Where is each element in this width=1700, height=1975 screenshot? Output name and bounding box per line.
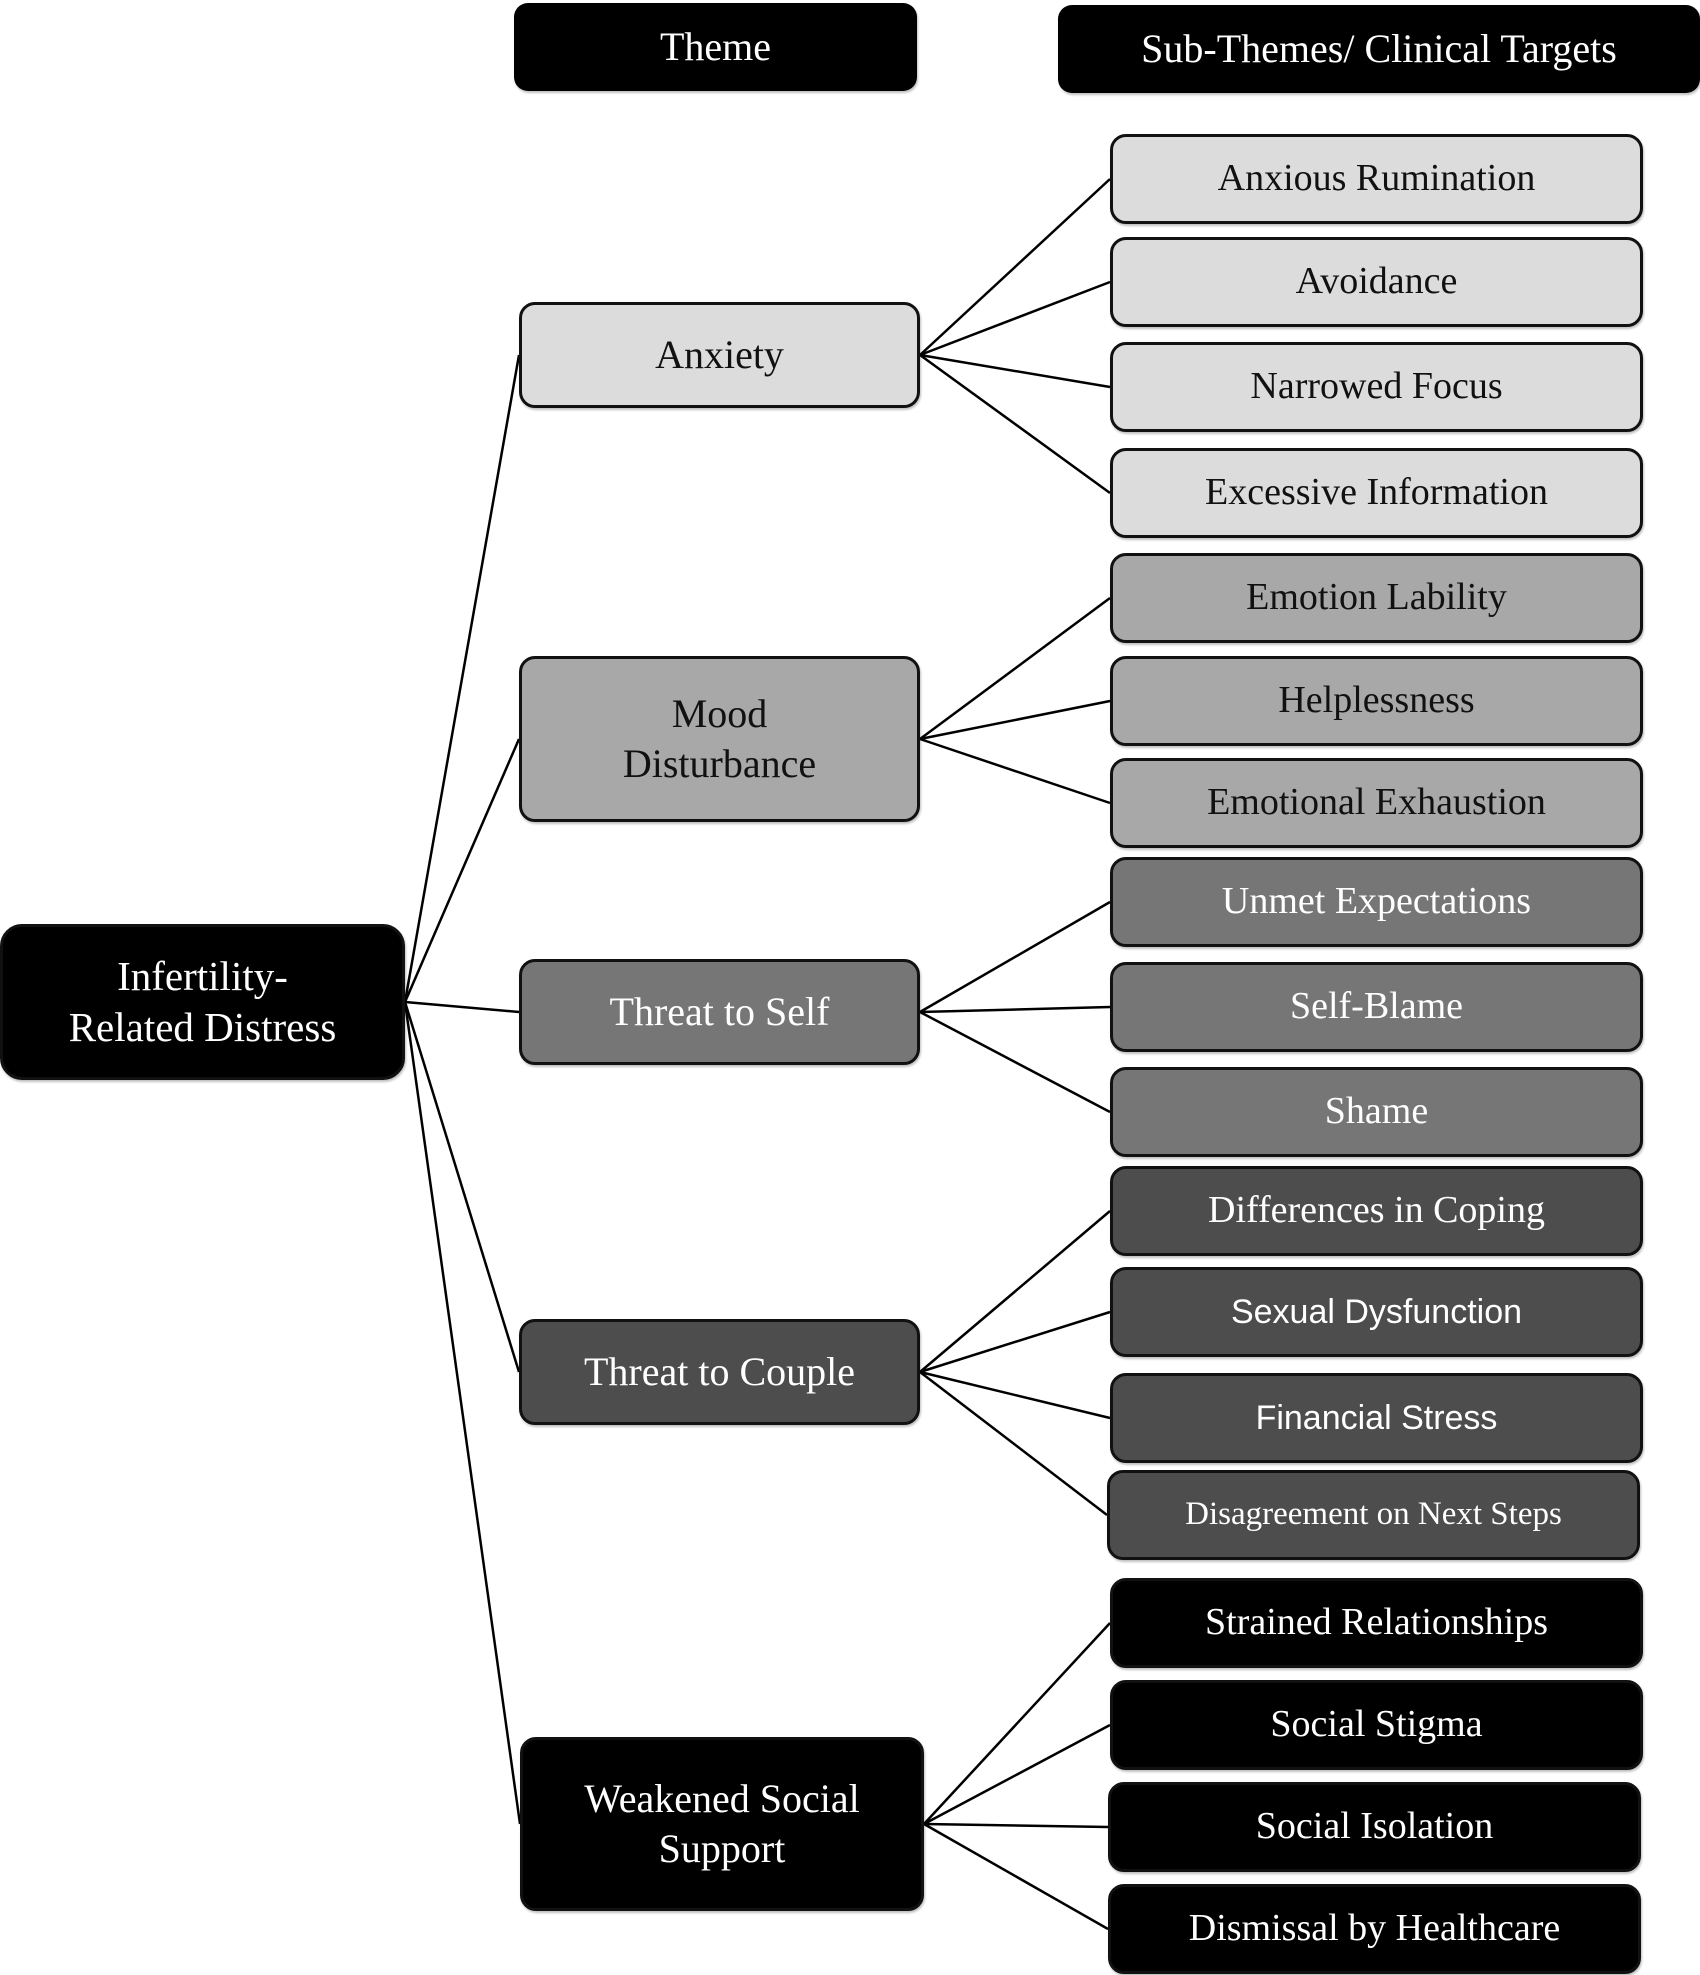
subtheme-node-differences-in-coping: Differences in Coping [1110,1166,1643,1256]
theme-node-mood-disturbance: Mood Disturbance [519,656,920,822]
subtheme-label: Shame [1324,1090,1429,1133]
theme-to-subtheme-connector [923,1622,1111,1825]
theme-label-line2: Support [658,1826,786,1871]
theme-to-subtheme-connector [919,1370,1111,1420]
subtheme-node-social-stigma: Social Stigma [1110,1680,1643,1770]
theme-to-subtheme-connector [919,737,1111,805]
root-node-infertility-related-distress: Infertility- Related Distress [0,924,405,1080]
subtheme-label: Dismissal by Healthcare [1188,1907,1561,1950]
theme-label: Threat to Couple [583,1349,856,1394]
subtheme-node-disagreement-on-next-steps: Disagreement on Next Steps [1107,1470,1640,1560]
theme-to-subtheme-connector [919,353,1111,495]
theme-label: Anxiety [655,332,784,377]
subtheme-label: Strained Relationships [1204,1601,1549,1644]
theme-to-subtheme-connector [919,353,1111,389]
root-to-theme-connector [403,738,521,1003]
theme-node-threat-to-couple: Threat to Couple [519,1319,920,1425]
root-to-theme-connector [403,1001,522,1825]
root-to-theme-connector [403,1001,521,1373]
theme-column-header: Theme [514,3,917,91]
root-to-theme-connector [404,1000,520,1014]
subtheme-label: Unmet Expectations [1221,880,1532,923]
subtheme-label: Disagreement on Next Steps [1185,1496,1562,1533]
subtheme-label: Differences in Coping [1208,1189,1545,1232]
subtheme-node-shame: Shame [1110,1067,1643,1157]
subtheme-node-narrowed-focus: Narrowed Focus [1110,342,1643,432]
theme-to-subtheme-connector [919,178,1111,356]
theme-to-subtheme-connector [923,1723,1111,1826]
subtheme-node-strained-relationships: Strained Relationships [1110,1578,1643,1668]
theme-node-threat-to-self: Threat to Self [519,959,920,1065]
subtheme-node-emotional-exhaustion: Emotional Exhaustion [1110,758,1643,848]
theme-to-subtheme-connector [923,1822,1109,1829]
theme-to-subtheme-connector [919,1310,1111,1374]
theme-label: Threat to Self [609,989,830,1034]
subtheme-label: Sexual Dysfunction [1230,1292,1523,1331]
theme-label-line1: Weakened Social [584,1776,860,1821]
theme-to-subtheme-connector [919,900,1111,1014]
subtheme-label: Helplessness [1278,679,1475,722]
theme-to-subtheme-connector [923,1822,1109,1931]
subtheme-node-sexual-dysfunction: Sexual Dysfunction [1110,1267,1643,1357]
subtheme-node-dismissal-by-healthcare: Dismissal by Healthcare [1108,1884,1641,1974]
subtheme-label: Financial Stress [1255,1398,1498,1437]
theme-to-subtheme-connector [919,280,1111,357]
theme-node-weakened-social-support: Weakened Social Support [520,1737,924,1911]
subtheme-node-excessive-information: Excessive Information [1110,448,1643,538]
theme-to-subtheme-connector [919,596,1111,741]
subtheme-node-financial-stress: Financial Stress [1110,1373,1643,1463]
root-to-theme-connector [403,354,521,1003]
theme-node-anxiety: Anxiety [519,302,920,408]
subtheme-label: Social Isolation [1255,1805,1494,1848]
subtheme-node-self-blame: Self-Blame [1110,962,1643,1052]
subtheme-label: Emotion Lability [1246,576,1507,619]
subtheme-label: Social Stigma [1270,1703,1483,1746]
theme-to-subtheme-connector [919,1005,1111,1014]
theme-header-label: Theme [659,24,772,69]
theme-to-subtheme-connector [919,1210,1111,1373]
subtheme-label: Narrowed Focus [1250,365,1503,408]
subtheme-label: Excessive Information [1205,471,1548,514]
subtheme-label: Self-Blame [1289,985,1464,1028]
subtheme-node-unmet-expectations: Unmet Expectations [1110,857,1643,947]
theme-label-line1: Mood [671,691,768,736]
subtheme-node-anxious-rumination: Anxious Rumination [1110,134,1643,224]
subthemes-column-header: Sub-Themes/ Clinical Targets [1058,5,1700,93]
theme-to-subtheme-connector [919,699,1111,741]
subtheme-node-helplessness: Helplessness [1110,656,1643,746]
subtheme-node-emotion-lability: Emotion Lability [1110,553,1643,643]
root-label-line2: Related Distress [68,1004,337,1050]
subtheme-label: Avoidance [1295,260,1458,303]
subtheme-node-avoidance: Avoidance [1110,237,1643,327]
root-label-line1: Infertility- [117,952,288,999]
subtheme-node-social-isolation: Social Isolation [1108,1782,1641,1872]
subtheme-label: Emotional Exhaustion [1207,781,1546,824]
subthemes-header-label: Sub-Themes/ Clinical Targets [1141,26,1617,71]
subtheme-label: Anxious Rumination [1217,157,1536,200]
theme-to-subtheme-connector [919,1010,1111,1114]
theme-to-subtheme-connector [919,1371,1108,1516]
theme-label-line2: Disturbance [622,741,817,786]
